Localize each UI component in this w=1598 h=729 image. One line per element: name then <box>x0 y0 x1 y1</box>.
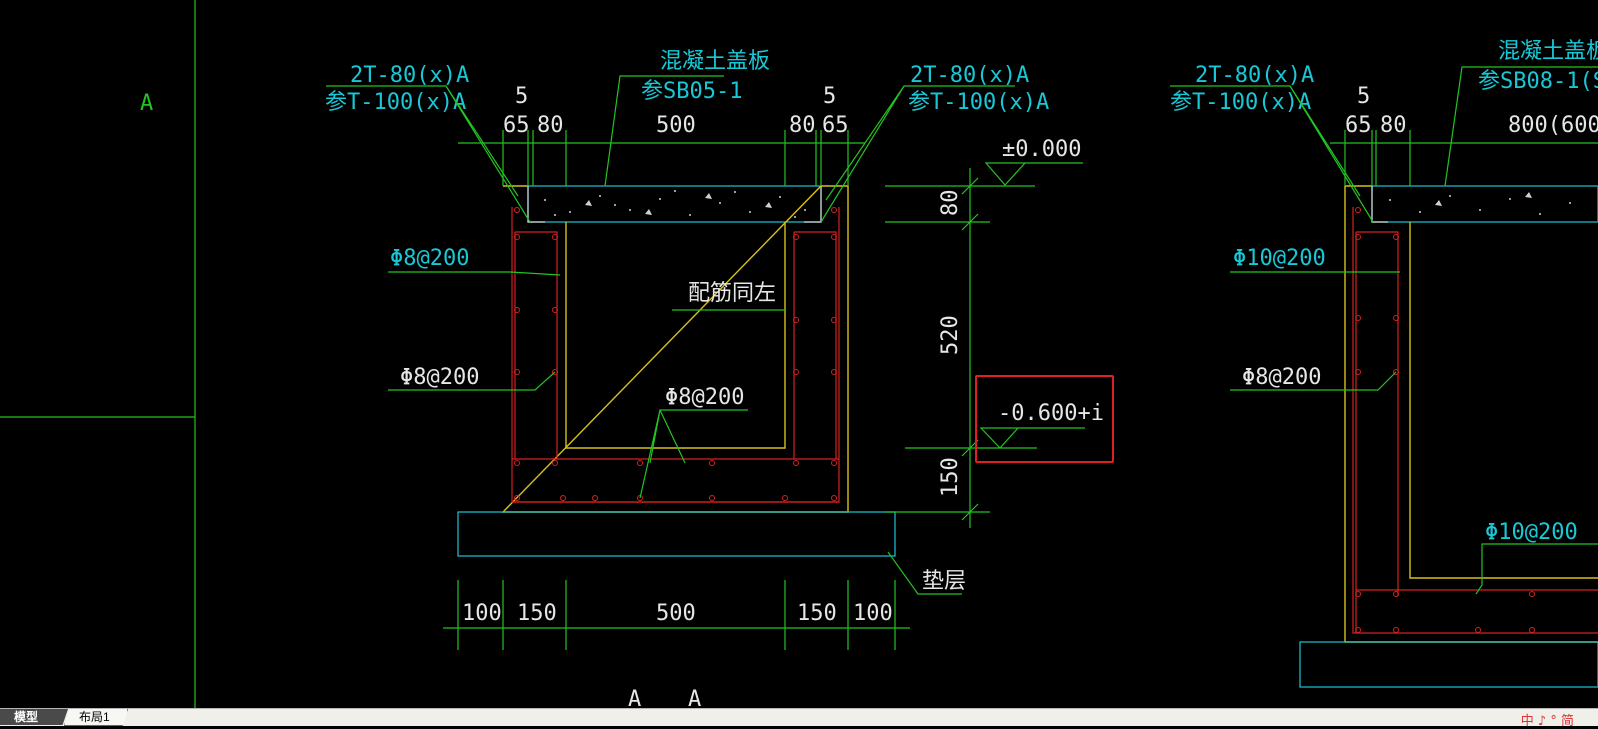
top-dim-ticks <box>502 130 849 186</box>
cover-ref: 参SB08-1(SB0 <box>1478 69 1598 94</box>
dim-label: 100 <box>853 601 893 626</box>
dim-label: 65 <box>503 113 530 138</box>
dim-label: 100 <box>462 601 502 626</box>
bottom-dim-ticks <box>457 580 896 650</box>
rebar-label: Φ8@200 <box>665 385 744 410</box>
elevation-highlight-box <box>975 375 1114 463</box>
outer-rebar <box>511 207 840 503</box>
dim-label: 800(600)< <box>1508 113 1598 138</box>
cushion-label: 垫层 <box>922 569 966 594</box>
dim-label: 500 <box>656 601 696 626</box>
dim-label: 65 <box>1345 113 1372 138</box>
angle-label: 参T-100(x)A <box>325 90 466 115</box>
angle-label: 参T-100(x)A <box>1170 90 1311 115</box>
right-wall-rebar <box>793 231 837 459</box>
dim-label: 5 <box>823 84 836 109</box>
rebar-dots <box>514 207 837 501</box>
cover-title: 混凝土盖板 <box>660 49 770 74</box>
rebar-label: Φ10@200 <box>1233 246 1326 271</box>
dim-label: 5 <box>1357 84 1370 109</box>
note-label: 配筋同左 <box>688 281 776 306</box>
ime-indicator[interactable]: 中 ♪ ° 简 <box>1520 714 1574 729</box>
dim-label: 500 <box>656 113 696 138</box>
angle-label: 2T-80(x)A <box>350 63 469 88</box>
dim-label: 5 <box>515 84 528 109</box>
dim-label: 150 <box>517 601 557 626</box>
cushion-layer <box>457 511 896 557</box>
dim-label: 520 <box>938 315 963 355</box>
dim-label: 80 <box>938 190 963 217</box>
slab-hatch <box>544 190 806 218</box>
rebar-label: Φ8@200 <box>1242 365 1321 390</box>
elevation-top: ±0.000 <box>1002 137 1081 162</box>
rebar-label: Φ8@200 <box>390 246 469 271</box>
section-mark: A <box>688 687 701 708</box>
rebar-label: Φ8@200 <box>400 365 479 390</box>
trench-inner <box>565 222 786 449</box>
dim-label: 65 <box>822 113 849 138</box>
rebar-label: Φ10@200 <box>1485 520 1578 545</box>
angle-label: 参T-100(x)A <box>908 90 1049 115</box>
dim-label: 80 <box>1380 113 1407 138</box>
dim-label: 80 <box>537 113 564 138</box>
left-wall-rebar <box>514 231 558 459</box>
section-mark: A <box>628 687 641 708</box>
base-rebar <box>512 458 839 503</box>
cad-drawing-canvas[interactable]: A <box>0 0 1598 708</box>
layout-tab-bar: 模型 布局1 <box>0 708 1598 726</box>
cover-title: 混凝土盖板 <box>1498 39 1598 64</box>
angle-label: 2T-80(x)A <box>1195 63 1314 88</box>
elevation-bottom: -0.600+i <box>998 401 1104 426</box>
cover-ref: 参SB05-1 <box>641 79 742 104</box>
dim-label: 150 <box>938 457 963 497</box>
angle-steel-left <box>527 186 545 223</box>
dim-label: 150 <box>797 601 837 626</box>
tab-model[interactable]: 模型 <box>0 709 68 725</box>
left-trench-section: 5 65 80 500 80 65 5 混凝土盖板 参SB05-1 2T-80(… <box>325 49 1104 708</box>
tab-layout1[interactable]: 布局1 <box>64 709 128 726</box>
right-trench-section: 5 65 80 800(600)< 混凝土盖板 参SB08-1(SB0 2T-8… <box>1170 39 1598 688</box>
dim-label: 80 <box>789 113 816 138</box>
angle-label: 2T-80(x)A <box>910 63 1029 88</box>
grid-label: A <box>140 91 153 116</box>
